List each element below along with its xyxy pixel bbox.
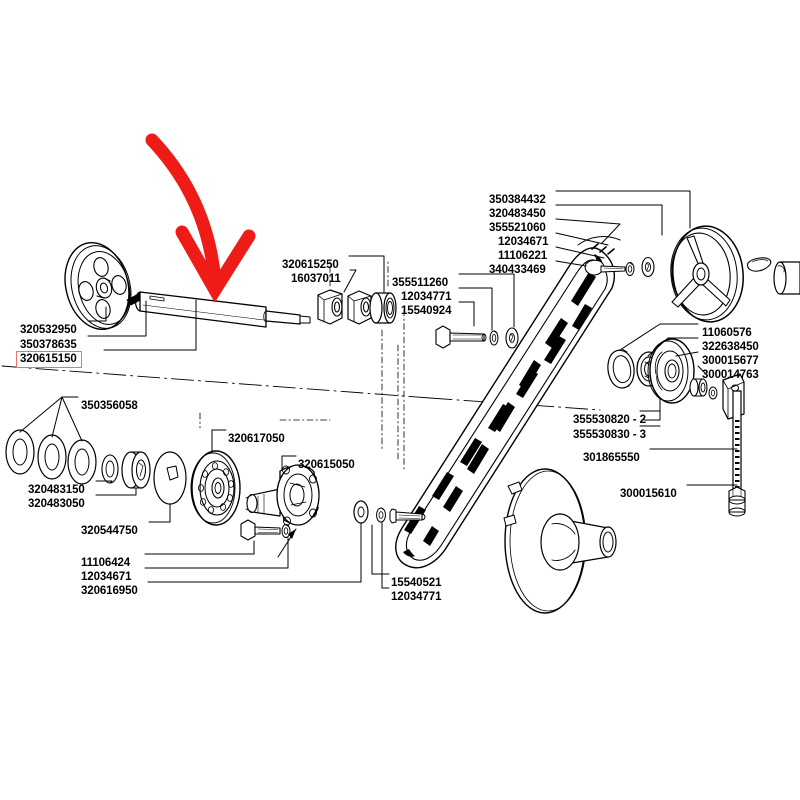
part-number-11060576[interactable]: 11060576: [702, 327, 752, 339]
tensioner-rod: [732, 390, 742, 497]
part-number-12034671[interactable]: 12034671: [81, 571, 132, 583]
part-number-320616950[interactable]: 320616950: [81, 585, 138, 597]
part-number-11106221[interactable]: 11106221: [498, 250, 548, 262]
cover-bolt: [389, 508, 426, 524]
shaft-stub-right: [773, 261, 800, 295]
shaft-nut-stack: [317, 289, 397, 325]
part-number-355521060[interactable]: 355521060: [489, 222, 546, 234]
bolt-washer-set: [435, 325, 519, 349]
part-number-11106424[interactable]: 11106424: [81, 557, 131, 569]
v-belt: [395, 247, 616, 569]
part-number-350378635[interactable]: 350378635: [20, 339, 77, 351]
spacer-bushing: [689, 378, 708, 397]
part-number-320615250[interactable]: 320615250: [282, 259, 339, 271]
drive-shaft: [134, 291, 311, 328]
shaft-key-right: [747, 257, 772, 272]
part-number-320615050[interactable]: 320615050: [298, 459, 355, 471]
part-number-12034771[interactable]: 12034771: [401, 291, 452, 303]
housing-lock-washer-1: [281, 524, 291, 538]
part-number-322638450[interactable]: 322638450: [702, 341, 759, 353]
part-number-350384432[interactable]: 350384432: [489, 194, 546, 206]
part-number-320483450[interactable]: 320483450: [489, 208, 546, 220]
red-curved-arrow: [145, 133, 256, 303]
part-number-320544750[interactable]: 320544750: [81, 525, 138, 537]
part-number-300015677[interactable]: 300015677: [702, 355, 759, 367]
pulley-right-3spoke: [670, 225, 744, 323]
spacer-ring: [121, 451, 151, 489]
leader-lines: [19, 190, 738, 589]
part-number-320483150[interactable]: 320483150: [28, 484, 85, 496]
part-number-300015610[interactable]: 300015610: [620, 488, 677, 500]
part-number-12034671[interactable]: 12034671: [498, 236, 549, 248]
dished-washer: [153, 451, 187, 505]
part-number-15540521[interactable]: 15540521: [391, 577, 442, 589]
drive-pulley-left: [64, 241, 132, 331]
idler-washer: [708, 386, 718, 400]
part-number-350356058[interactable]: 350356058: [81, 400, 138, 412]
flywheel-disc: [503, 468, 617, 614]
part-number-3555308303[interactable]: 355530830 - 3: [573, 429, 646, 441]
cover-washer: [353, 500, 369, 524]
bearing-housing: [245, 464, 320, 558]
belt-upper-fasteners: [577, 236, 655, 278]
lock-washer: [489, 330, 499, 346]
flat-washer: [505, 327, 519, 349]
part-number-340433469[interactable]: 340433469: [489, 264, 546, 276]
part-number-16037011[interactable]: 16037011: [291, 273, 341, 285]
part-number-320532950[interactable]: 320532950: [20, 324, 77, 336]
idler-wheel: [647, 338, 695, 404]
idler-pulley-assembly: [607, 338, 718, 404]
part-number-300014763[interactable]: 300014763: [702, 369, 759, 381]
shim-washer-stack: [5, 429, 187, 505]
part-number-12034771[interactable]: 12034771: [391, 591, 442, 603]
part-number-3555308202[interactable]: 355530820 - 2: [573, 414, 646, 426]
part-number-320615150[interactable]: 320615150: [16, 351, 82, 368]
cover-lock-washer: [376, 507, 386, 523]
part-number-301865550[interactable]: 301865550: [583, 452, 640, 464]
part-number-320483050[interactable]: 320483050: [28, 498, 85, 510]
part-number-355511260[interactable]: 355511260: [392, 277, 449, 289]
part-number-320617050[interactable]: 320617050: [228, 433, 285, 445]
ball-bearing: [190, 450, 241, 526]
tensioner-nut: [728, 486, 746, 517]
snap-ring: [607, 348, 635, 389]
housing-bolt-1: [240, 519, 281, 541]
part-number-15540924[interactable]: 15540924: [401, 305, 452, 317]
